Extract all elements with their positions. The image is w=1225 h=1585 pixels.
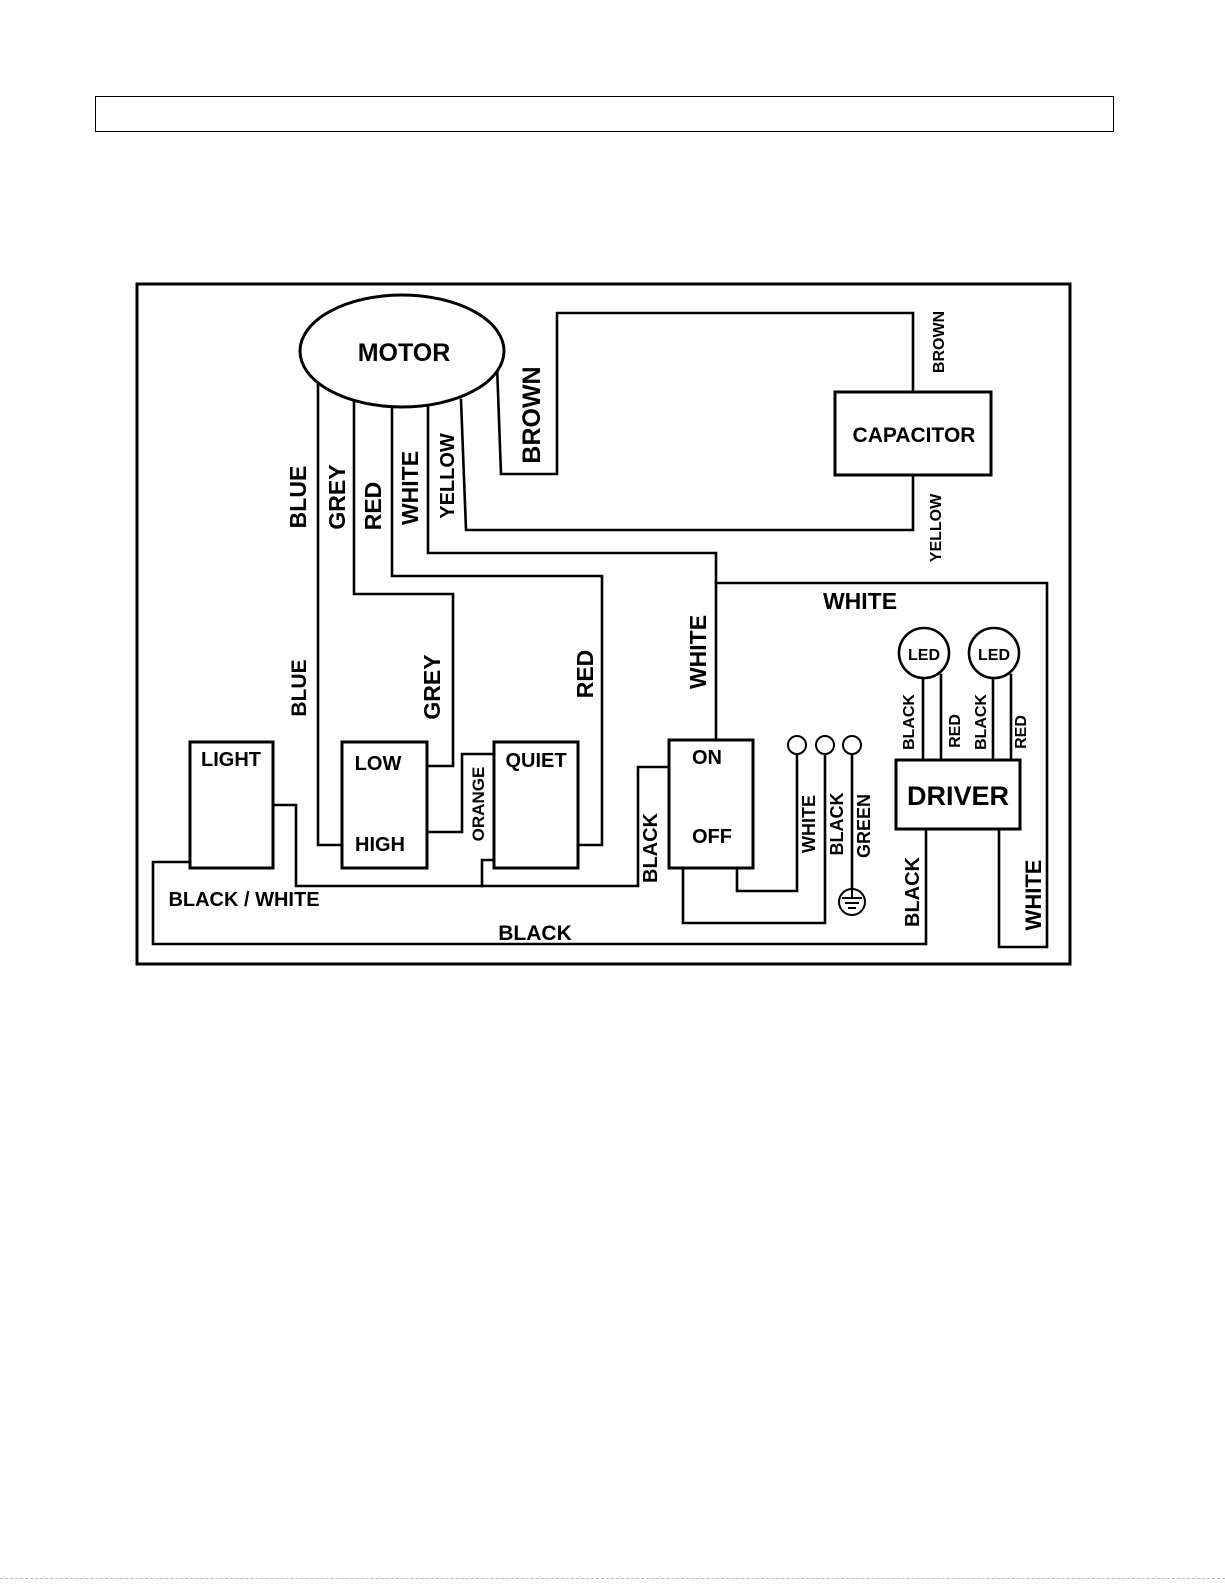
- ground-symbol-icon: [839, 889, 865, 915]
- wire-label-led2-red: RED: [1013, 715, 1030, 749]
- wire-label-white-top: WHITE: [823, 588, 897, 614]
- driver-label: DRIVER: [907, 781, 1009, 811]
- wire-label-yellow-cap: YELLOW: [928, 493, 945, 562]
- wire-label-blue-upper: BLUE: [285, 466, 311, 529]
- wire-label-black-white: BLACK / WHITE: [168, 889, 319, 911]
- wire-label-yellow-upper: YELLOW: [437, 433, 459, 519]
- wire-label-driver-white: WHITE: [1021, 860, 1046, 931]
- wire-quiet-to-switch: [482, 860, 494, 886]
- wire-label-led1-red: RED: [947, 714, 964, 748]
- capacitor-label: CAPACITOR: [853, 424, 976, 447]
- wire-label-white-switch: WHITE: [685, 615, 711, 689]
- wire-label-supply-white: WHITE: [799, 795, 819, 853]
- diagram-frame: [137, 284, 1070, 964]
- wire-label-grey-upper: GREY: [324, 464, 350, 529]
- wire-label-grey-lower: GREY: [419, 654, 445, 719]
- wire-label-supply-black: BLACK: [827, 793, 847, 856]
- led-1-label: LED: [908, 647, 940, 664]
- quiet-label: QUIET: [505, 750, 566, 772]
- terminal-white-icon: [788, 736, 806, 754]
- wire-label-black-switch: BLACK: [640, 812, 662, 883]
- wire-label-red-lower: RED: [572, 650, 598, 699]
- wire-label-white-upper: WHITE: [397, 451, 423, 525]
- wire-label-brown-cap: BROWN: [931, 311, 948, 373]
- off-label: OFF: [692, 826, 732, 848]
- wire-label-driver-black: BLACK: [902, 856, 924, 927]
- low-label: LOW: [355, 753, 402, 775]
- terminal-green-icon: [843, 736, 861, 754]
- wire-label-black-bottom: BLACK: [498, 922, 572, 945]
- led-2-label: LED: [978, 647, 1010, 664]
- wire-label-brown-motor: BROWN: [518, 366, 546, 463]
- wire-label-led1-black: BLACK: [901, 694, 918, 750]
- light-label: LIGHT: [201, 749, 261, 771]
- wire-label-supply-green: GREEN: [854, 794, 874, 858]
- high-label: HIGH: [355, 834, 405, 856]
- terminal-black-icon: [816, 736, 834, 754]
- on-label: ON: [692, 747, 722, 769]
- wire-label-red-upper: RED: [360, 482, 386, 531]
- page-bottom-rule: [0, 1578, 1225, 1579]
- wire-label-blue-lower: BLUE: [288, 659, 311, 716]
- wire-label-led2-black: BLACK: [973, 694, 990, 750]
- motor-label: MOTOR: [358, 339, 451, 367]
- wire-label-orange: ORANGE: [469, 767, 488, 842]
- wire-blue: [318, 384, 342, 845]
